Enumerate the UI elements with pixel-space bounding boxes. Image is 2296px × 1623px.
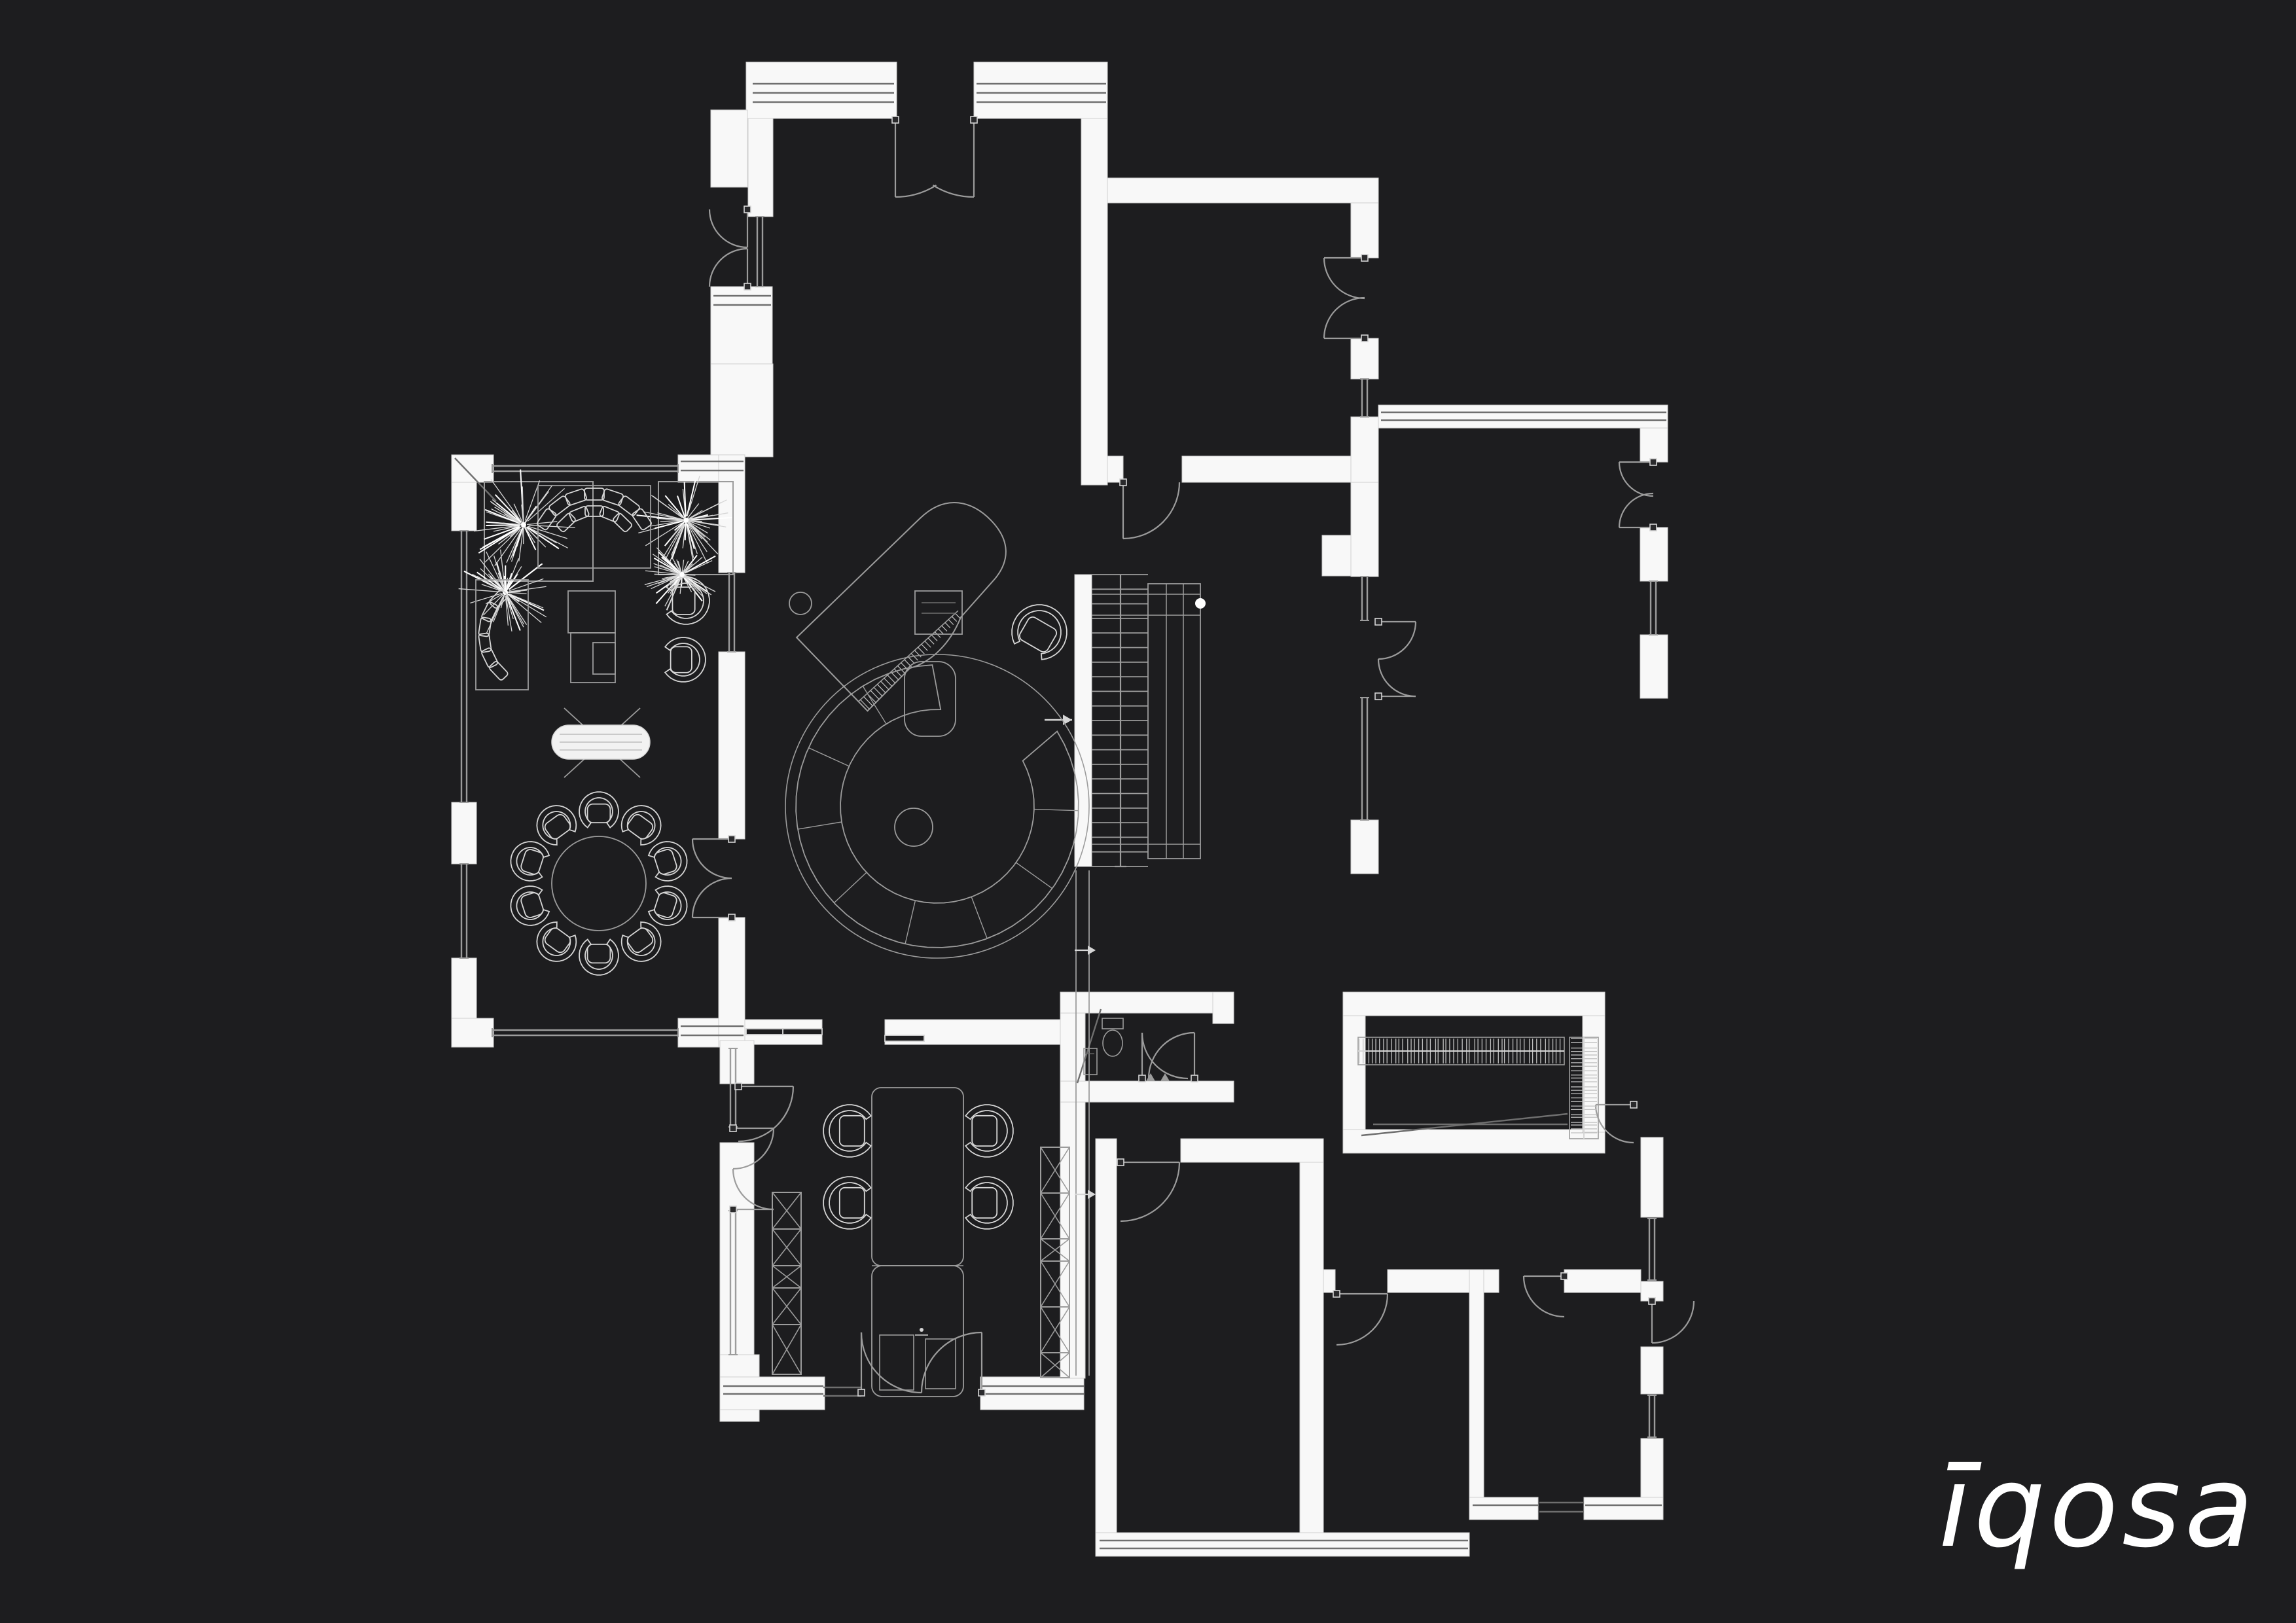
wardrobe-hanger-hatch <box>1357 1037 1565 1065</box>
door-swing <box>729 1124 775 1170</box>
sink <box>925 1338 956 1389</box>
iqosa-logo: īqosa <box>1939 1441 2257 1573</box>
chair <box>664 637 706 683</box>
door-swing <box>1138 1032 1189 1082</box>
door-swing <box>920 1331 986 1397</box>
plant <box>636 475 732 564</box>
door-swing <box>734 1082 795 1143</box>
kitchen-table-island <box>823 1087 1014 1397</box>
ottoman <box>904 661 956 737</box>
door-swing <box>1648 1297 1695 1344</box>
door-swing <box>932 116 978 198</box>
cabinet-run <box>1040 1147 1070 1378</box>
toilet <box>1102 1018 1124 1029</box>
grand-piano <box>795 502 1007 712</box>
chair <box>536 805 577 846</box>
chair <box>647 841 688 882</box>
wc-fixtures <box>1083 1018 1170 1081</box>
chair <box>647 885 688 926</box>
round-dining-table <box>510 791 688 976</box>
door-swing <box>691 877 736 921</box>
plant <box>458 549 547 634</box>
staircase <box>1045 574 1206 1376</box>
plant <box>473 469 575 566</box>
curved-sofa <box>537 485 652 569</box>
sink <box>879 1334 914 1391</box>
furniture-layer <box>458 469 1599 1397</box>
wall-detail-layer <box>454 82 1666 1550</box>
console-table <box>551 707 651 778</box>
chair <box>579 791 619 829</box>
door-swing <box>1323 254 1369 300</box>
chair <box>666 577 710 625</box>
door-swing <box>1333 1290 1389 1346</box>
chair <box>823 1104 872 1158</box>
chair <box>823 1176 872 1230</box>
door-swing <box>857 1332 922 1397</box>
chair <box>536 921 577 962</box>
door-swing <box>1374 618 1417 660</box>
walls-layer <box>451 62 1668 1557</box>
door-swing <box>1594 1101 1638 1144</box>
door-swing <box>691 835 736 880</box>
door-swing <box>1618 458 1657 497</box>
coffee-table <box>592 642 616 675</box>
door-swing <box>1374 658 1416 700</box>
door-swing <box>1117 1158 1181 1222</box>
door-swing <box>708 247 751 291</box>
curved-sofa <box>475 579 529 690</box>
door-swing <box>1618 492 1657 531</box>
chair <box>510 841 550 882</box>
door-swing <box>1119 478 1181 540</box>
chair <box>620 921 662 962</box>
cabinet-run <box>772 1192 802 1375</box>
round-side-table <box>894 808 933 847</box>
chair <box>964 1176 1014 1230</box>
door-swing <box>729 1168 774 1213</box>
chair <box>579 938 619 976</box>
side-table <box>914 590 963 635</box>
door-swing <box>891 116 937 198</box>
wc-sink <box>1083 1048 1098 1075</box>
coffee-table <box>567 590 616 633</box>
chair <box>1011 604 1067 660</box>
door-swing <box>708 205 751 249</box>
plant <box>644 547 716 611</box>
circular-lounge <box>785 590 1090 959</box>
chair <box>964 1104 1014 1158</box>
door-swing <box>1323 296 1369 342</box>
doors-layer <box>691 116 1695 1397</box>
windows-layer <box>459 216 1658 1438</box>
door-swing <box>1522 1272 1568 1318</box>
chair <box>510 885 550 926</box>
chair <box>620 805 662 846</box>
piano-stool <box>789 592 812 615</box>
wardrobe-hanger-hatch <box>1569 1037 1599 1139</box>
door-swing <box>1147 1031 1198 1082</box>
